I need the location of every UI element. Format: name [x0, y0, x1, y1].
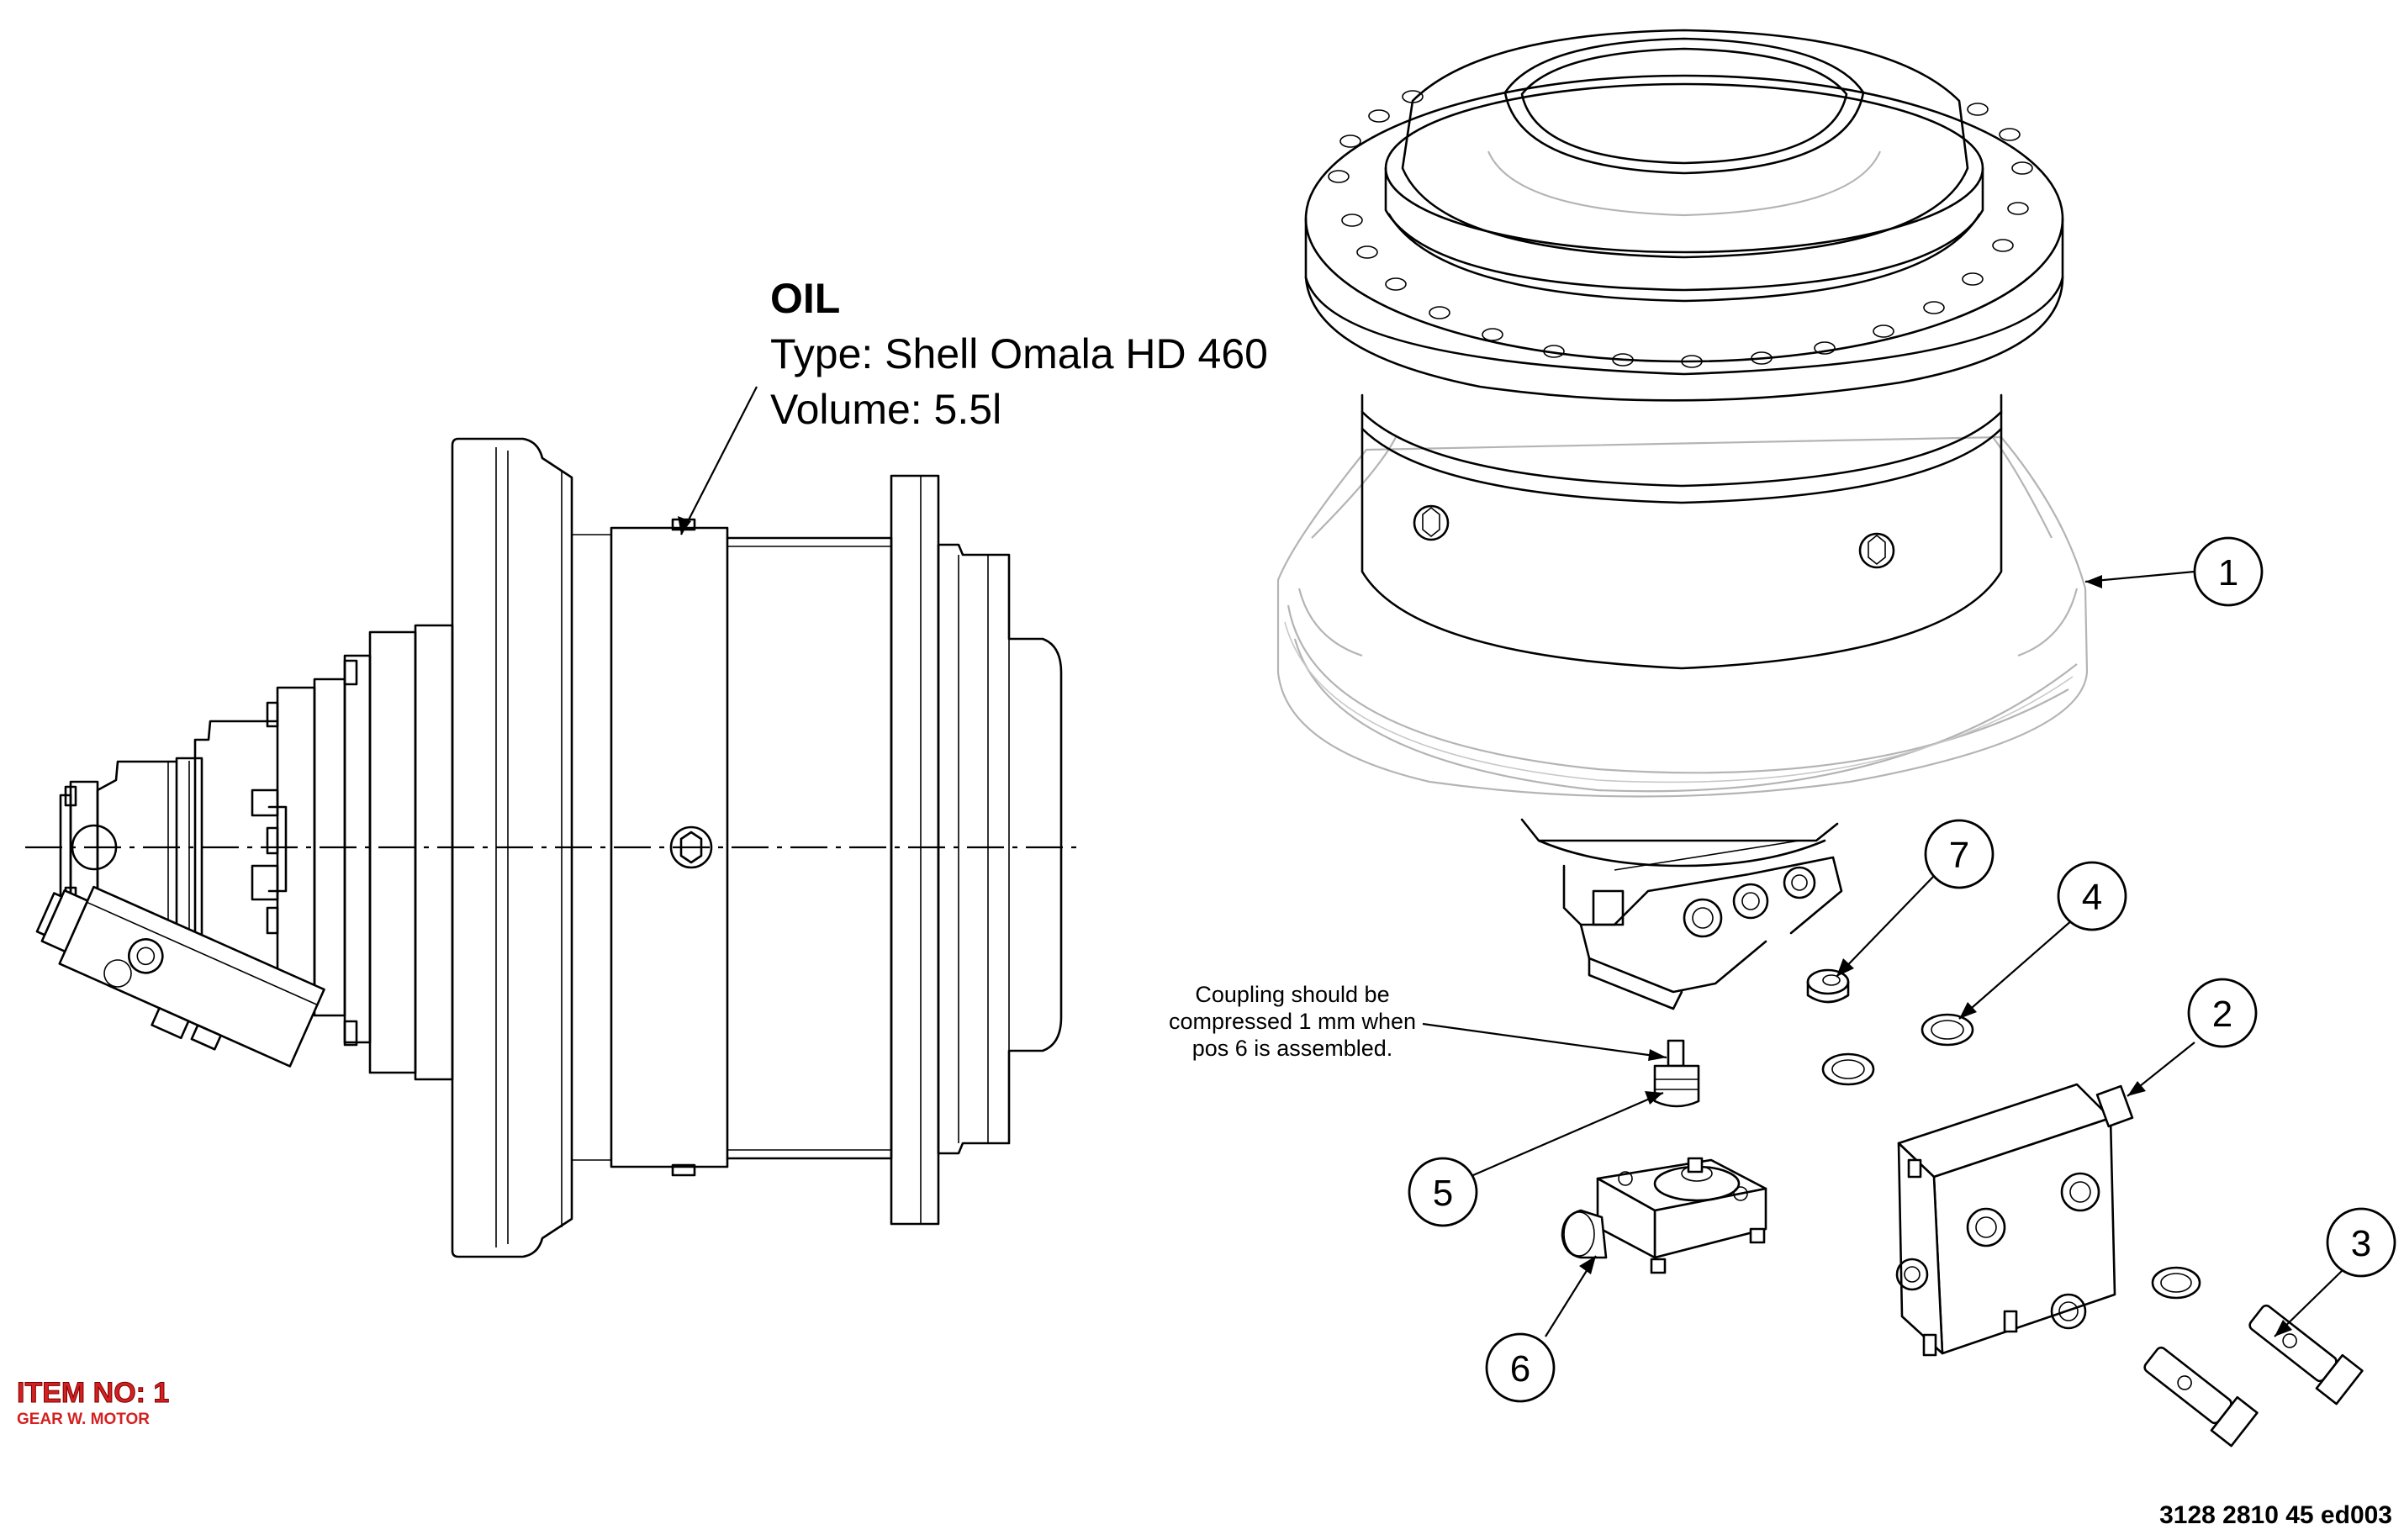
oil-heading: OIL [770, 275, 840, 322]
svg-text:2: 2 [2212, 994, 2232, 1035]
coupling-note: Coupling should be compressed 1 mm when … [1169, 982, 1667, 1061]
balloon-2: 2 [2127, 978, 2258, 1097]
coupling-note-line2: compressed 1 mm when [1169, 1009, 1416, 1034]
item-label: ITEM NO: 1 GEAR W. MOTOR [17, 1377, 170, 1429]
part-2-valve-block [1895, 1083, 2134, 1357]
balloon-5: 5 [1408, 1091, 1664, 1227]
item-description: GEAR W. MOTOR [17, 1411, 150, 1428]
svg-text:5: 5 [1433, 1173, 1453, 1214]
item-number: ITEM NO: 1 [17, 1377, 169, 1409]
part-5-coupling [1653, 1039, 1700, 1108]
svg-text:7: 7 [1949, 835, 1969, 876]
balloon-7: 7 [1836, 819, 1995, 978]
balloon-1: 1 [2084, 536, 2264, 607]
balloon-3: 3 [2274, 1207, 2396, 1337]
part-6-housing [1561, 1157, 1767, 1274]
oil-volume: Volume: 5.5l [770, 386, 1001, 433]
svg-text:6: 6 [1510, 1348, 1530, 1390]
balloon-6: 6 [1485, 1255, 1597, 1403]
coupling-note-line3: pos 6 is assembled. [1192, 1036, 1393, 1061]
svg-text:4: 4 [2082, 877, 2102, 918]
oil-specification-note: OIL Type: Shell Omala HD 460 Volume: 5.5… [770, 275, 1268, 433]
isometric-gear-unit [1276, 29, 2089, 1010]
svg-text:1: 1 [2218, 552, 2238, 593]
seal-rings [1821, 1013, 2201, 1300]
svg-text:3: 3 [2351, 1223, 2371, 1264]
balloon-4: 4 [1958, 861, 2127, 1020]
flange-bolt-holes [1328, 90, 2033, 368]
document-number: 3128 2810 45 ed003 [2159, 1501, 2392, 1529]
oil-type: Type: Shell Omala HD 460 [770, 330, 1268, 377]
part-7-bushing [1806, 968, 1850, 1004]
side-view-gear-motor [25, 386, 1076, 1258]
coupling-note-line1: Coupling should be [1195, 982, 1389, 1007]
part-3-banjo-bolts [2143, 1304, 2364, 1448]
